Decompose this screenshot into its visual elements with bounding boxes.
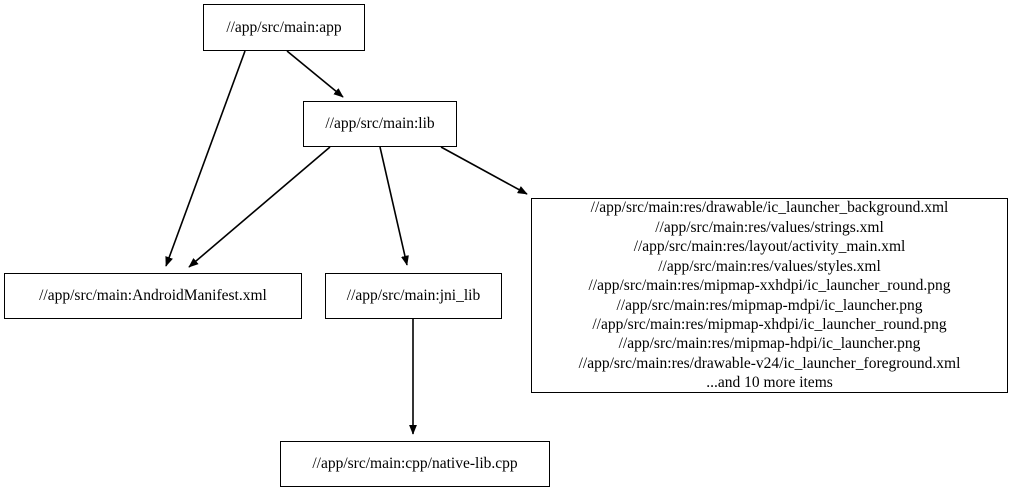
- graph-node-app[interactable]: //app/src/main:app: [203, 4, 365, 51]
- edge-app-to-lib: [286, 50, 344, 98]
- edge-group: [165, 50, 528, 435]
- graph-node-lib-label: //app/src/main:lib: [325, 115, 435, 133]
- edge-app-to-manifest: [165, 50, 246, 267]
- graph-node-app-label: //app/src/main:app: [226, 18, 342, 36]
- graph-node-resources[interactable]: //app/src/main:res/drawable/ic_launcher_…: [531, 198, 1008, 393]
- graph-node-lib[interactable]: //app/src/main:lib: [303, 101, 457, 147]
- edge-lib-to-manifest: [188, 146, 331, 268]
- graph-node-jni-lib[interactable]: //app/src/main:jni_lib: [325, 273, 502, 319]
- graph-node-native-lib[interactable]: //app/src/main:cpp/native-lib.cpp: [280, 441, 550, 487]
- edge-lib-to-res: [440, 146, 528, 195]
- graph-node-android-manifest-label: //app/src/main:AndroidManifest.xml: [39, 287, 267, 305]
- graph-node-android-manifest[interactable]: //app/src/main:AndroidManifest.xml: [4, 273, 302, 319]
- edge-lib-to-jni-lib: [379, 146, 409, 266]
- graph-node-resources-label: //app/src/main:res/drawable/ic_launcher_…: [578, 199, 961, 392]
- graph-node-jni-lib-label: //app/src/main:jni_lib: [346, 287, 481, 305]
- graph-node-native-lib-label: //app/src/main:cpp/native-lib.cpp: [312, 455, 518, 473]
